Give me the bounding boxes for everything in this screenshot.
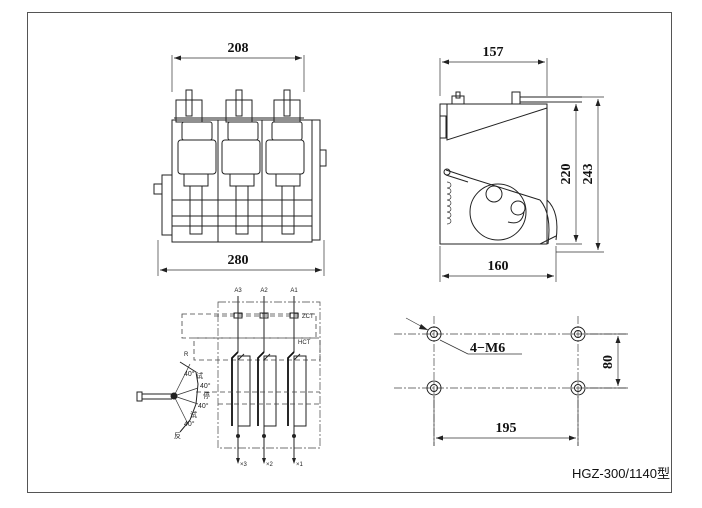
- output-label-x1: ×1: [296, 462, 304, 468]
- dial-word-test-1: 试: [196, 371, 203, 380]
- hole-spec-label: 4−M6: [470, 341, 505, 356]
- horizontal-hole-spacing: 195: [496, 421, 517, 436]
- dial-angle-4: 40°: [184, 420, 195, 428]
- hct-label: HCT: [298, 340, 311, 346]
- wiring-schematic: A3 A2 A1 ZCT HCT R: [136, 288, 321, 468]
- front-bottom-width: 280: [228, 253, 249, 268]
- mounting-hole: [570, 326, 586, 342]
- dial-angle-3: 40°: [198, 402, 209, 410]
- side-height-inner: 220: [559, 164, 574, 185]
- front-top-width: 208: [228, 41, 249, 56]
- model-label: HGZ-300/1140型: [572, 466, 670, 481]
- dial-word-test-2: 试: [190, 410, 197, 419]
- mounting-hole: [570, 380, 586, 396]
- phase-label-a1: A1: [290, 288, 298, 294]
- drawing-frame: [27, 12, 672, 493]
- vertical-hole-spacing: 80: [601, 355, 616, 369]
- phase-label-a3: A3: [234, 288, 242, 294]
- side-view: 157 220: [439, 45, 604, 282]
- r-label: R: [184, 352, 189, 358]
- output-label-x2: ×2: [266, 462, 274, 468]
- side-top-depth: 157: [483, 45, 504, 60]
- mounting-plan: 4−M6 80 195: [394, 316, 628, 446]
- output-label-x3: ×3: [240, 462, 248, 468]
- zct-label: ZCT: [302, 314, 314, 320]
- phase-label-a2: A2: [260, 288, 268, 294]
- side-bottom-depth: 160: [488, 259, 509, 274]
- front-view: 208: [153, 41, 327, 276]
- dial-angle-1: 40°: [184, 370, 195, 378]
- side-height-outer: 243: [581, 164, 596, 185]
- mounting-hole: [426, 380, 442, 396]
- dial-word-reverse: 反: [174, 431, 181, 440]
- dial-angle-2: 40°: [200, 382, 211, 390]
- mounting-hole: [426, 326, 442, 342]
- dial-word-stop: 停: [203, 391, 210, 400]
